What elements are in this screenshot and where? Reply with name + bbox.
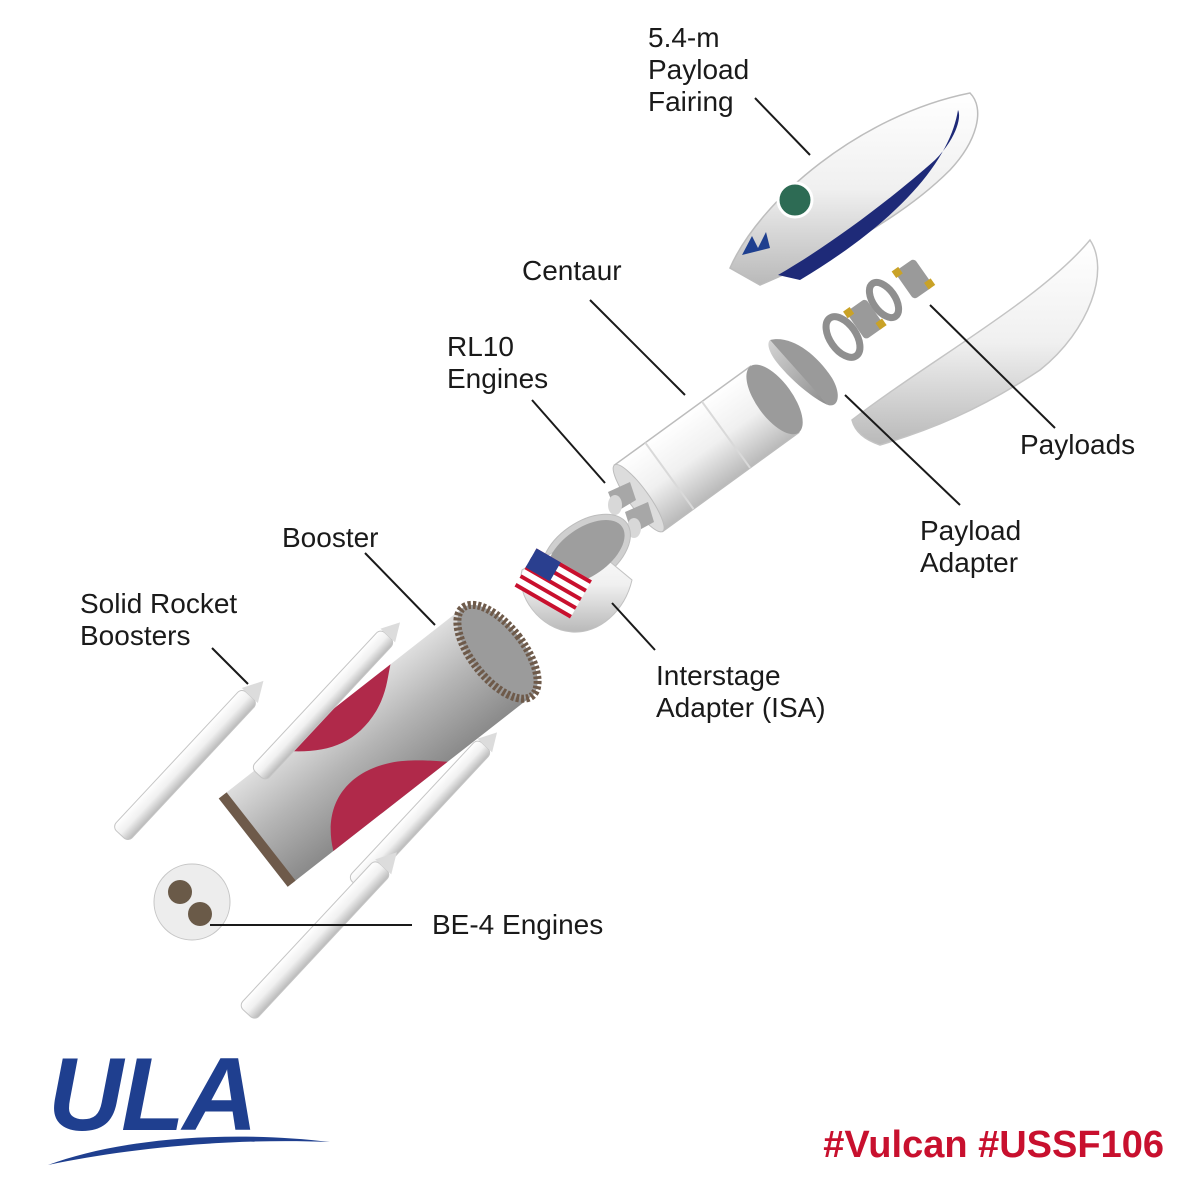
label-payload-adapter: Payload Adapter bbox=[920, 515, 1021, 579]
solid-rocket-booster-3 bbox=[349, 732, 498, 890]
label-centaur-line1: Centaur bbox=[522, 255, 622, 286]
leader-payload-adapter bbox=[844, 394, 961, 506]
payload-fairing-front bbox=[729, 92, 979, 286]
label-fairing-line1: 5.4-m bbox=[648, 22, 720, 53]
label-isa: Interstage Adapter (ISA) bbox=[656, 660, 826, 724]
mission-patch bbox=[776, 181, 814, 219]
label-fairing-line3: Fairing bbox=[648, 86, 734, 117]
leader-fairing bbox=[754, 97, 811, 156]
ula-logo: ULA bbox=[48, 1037, 330, 1165]
be4-engines bbox=[153, 863, 231, 941]
label-rl10-line2: Engines bbox=[447, 363, 549, 394]
label-centaur: Centaur bbox=[522, 255, 622, 287]
label-be4-line1: BE-4 Engines bbox=[432, 909, 604, 940]
leader-lines bbox=[210, 97, 1056, 926]
label-payloads: Payloads bbox=[1020, 429, 1135, 461]
solid-rocket-booster-4 bbox=[240, 852, 397, 1019]
leader-booster bbox=[364, 552, 436, 626]
leader-centaur bbox=[589, 299, 686, 396]
label-srb-line1: Solid Rocket bbox=[80, 588, 238, 619]
interstage-adapter bbox=[514, 513, 633, 633]
label-isa-line1: Interstage bbox=[656, 660, 781, 691]
payload-adapter bbox=[768, 339, 838, 406]
label-booster-line1: Booster bbox=[282, 522, 379, 553]
us-flag bbox=[514, 548, 592, 619]
label-srb: Solid Rocket Boosters bbox=[80, 588, 237, 652]
solid-rocket-booster-1 bbox=[114, 680, 264, 841]
label-booster: Booster bbox=[282, 522, 379, 554]
ula-logo-text: ULA bbox=[48, 1037, 256, 1153]
label-fairing-line2: Payload bbox=[648, 54, 750, 85]
label-payloads-line1: Payloads bbox=[1020, 429, 1136, 460]
fairing-ula-mark bbox=[742, 232, 770, 255]
label-payload-adapter-line1: Payload bbox=[920, 515, 1022, 546]
leader-srb bbox=[211, 647, 249, 685]
label-rl10: RL10 Engines bbox=[447, 331, 548, 395]
vulcan-booster bbox=[218, 600, 542, 887]
label-be4: BE-4 Engines bbox=[432, 909, 603, 941]
ula-logo-swoosh bbox=[48, 1136, 330, 1165]
label-srb-line2: Boosters bbox=[80, 620, 191, 651]
leader-rl10 bbox=[531, 399, 606, 484]
label-rl10-line1: RL10 bbox=[447, 331, 514, 362]
rl10-engines bbox=[608, 482, 654, 538]
payload-fairing-rear bbox=[851, 238, 1099, 446]
label-isa-line2: Adapter (ISA) bbox=[656, 692, 826, 723]
solid-rocket-booster-2 bbox=[252, 622, 401, 780]
payloads-stack bbox=[822, 259, 936, 361]
leader-isa bbox=[611, 602, 656, 651]
label-fairing: 5.4-m Payload Fairing bbox=[648, 22, 749, 118]
hashtags: #Vulcan #USSF106 bbox=[823, 1124, 1164, 1166]
label-payload-adapter-line2: Adapter bbox=[920, 547, 1019, 578]
leader-payloads bbox=[929, 304, 1056, 429]
